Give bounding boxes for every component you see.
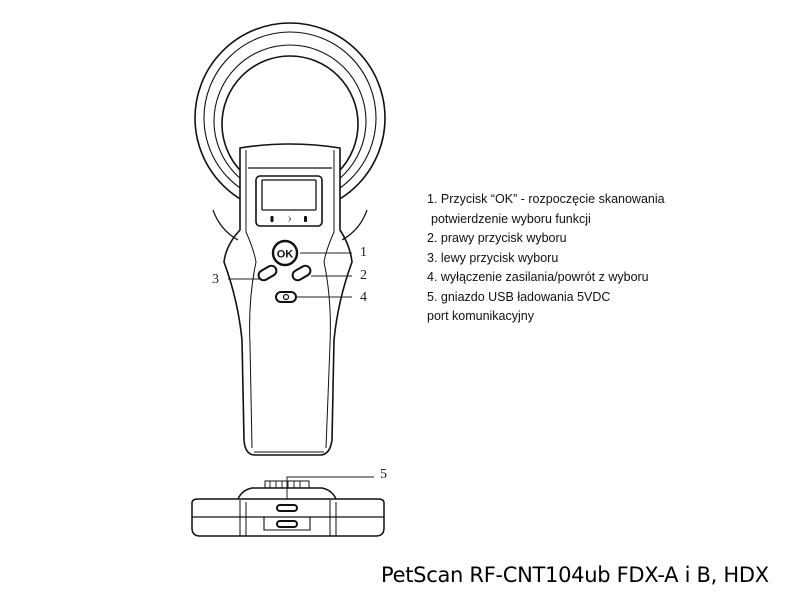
indicator-icon xyxy=(304,216,307,222)
legend-item-1: 1. Przycisk “OK” - rozpoczęcie skanowani… xyxy=(427,192,665,206)
ok-button-label: OK xyxy=(277,249,294,261)
callout-2: 2 xyxy=(360,268,367,283)
battery-icon xyxy=(270,216,274,222)
screen-indicator-icons xyxy=(270,215,307,223)
callout-lines xyxy=(228,252,374,506)
bottom-view xyxy=(191,480,385,537)
ok-button[interactable]: OK xyxy=(271,239,299,267)
left-select-button[interactable] xyxy=(257,264,278,282)
legend-item-4: 4. wyłączenie zasilania/powrót z wyboru xyxy=(427,270,649,284)
product-caption: PetScan RF-CNT104ub FDX-A i B, HDX xyxy=(381,563,769,587)
lcd-screen xyxy=(255,175,323,227)
legend-item-1-continued: potwierdzenie wyboru funkcji xyxy=(431,211,591,226)
usb-port xyxy=(276,504,298,512)
callout-4: 4 xyxy=(360,290,367,305)
power-back-button[interactable] xyxy=(275,291,297,303)
power-icon xyxy=(282,293,290,301)
button-legend: 1. Przycisk “OK” - rozpoczęcie skanowani… xyxy=(427,190,665,327)
legend-item-3: 3. lewy przycisk wyboru xyxy=(427,250,559,265)
callout-3: 3 xyxy=(212,272,219,287)
legend-item-5: 5. gniazdo USB ładowania 5VDC xyxy=(427,289,611,304)
legend-item-5-continued: port komunikacyjny xyxy=(427,309,534,323)
bottom-connector xyxy=(276,520,298,528)
right-select-button[interactable] xyxy=(291,264,312,282)
callout-5: 5 xyxy=(380,467,387,482)
legend-item-2: 2. prawy przycisk wyboru xyxy=(427,231,567,245)
bluetooth-icon xyxy=(288,215,291,223)
callout-1: 1 xyxy=(360,245,367,260)
